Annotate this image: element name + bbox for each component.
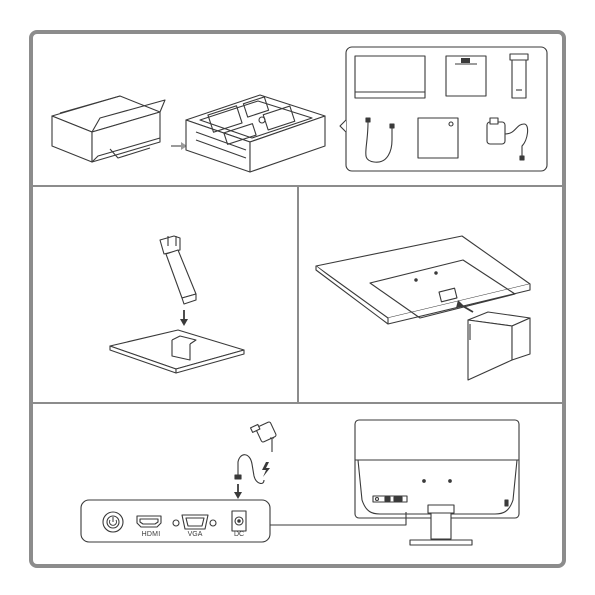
port-label-vga: VGA — [182, 531, 208, 538]
stand-arm-illustration — [510, 54, 528, 98]
port-label-dc: DC — [227, 531, 251, 538]
stand-base-part-illustration — [418, 118, 458, 158]
port-label-hdmi: HDMI — [138, 531, 164, 538]
hdmi-port — [137, 516, 161, 527]
